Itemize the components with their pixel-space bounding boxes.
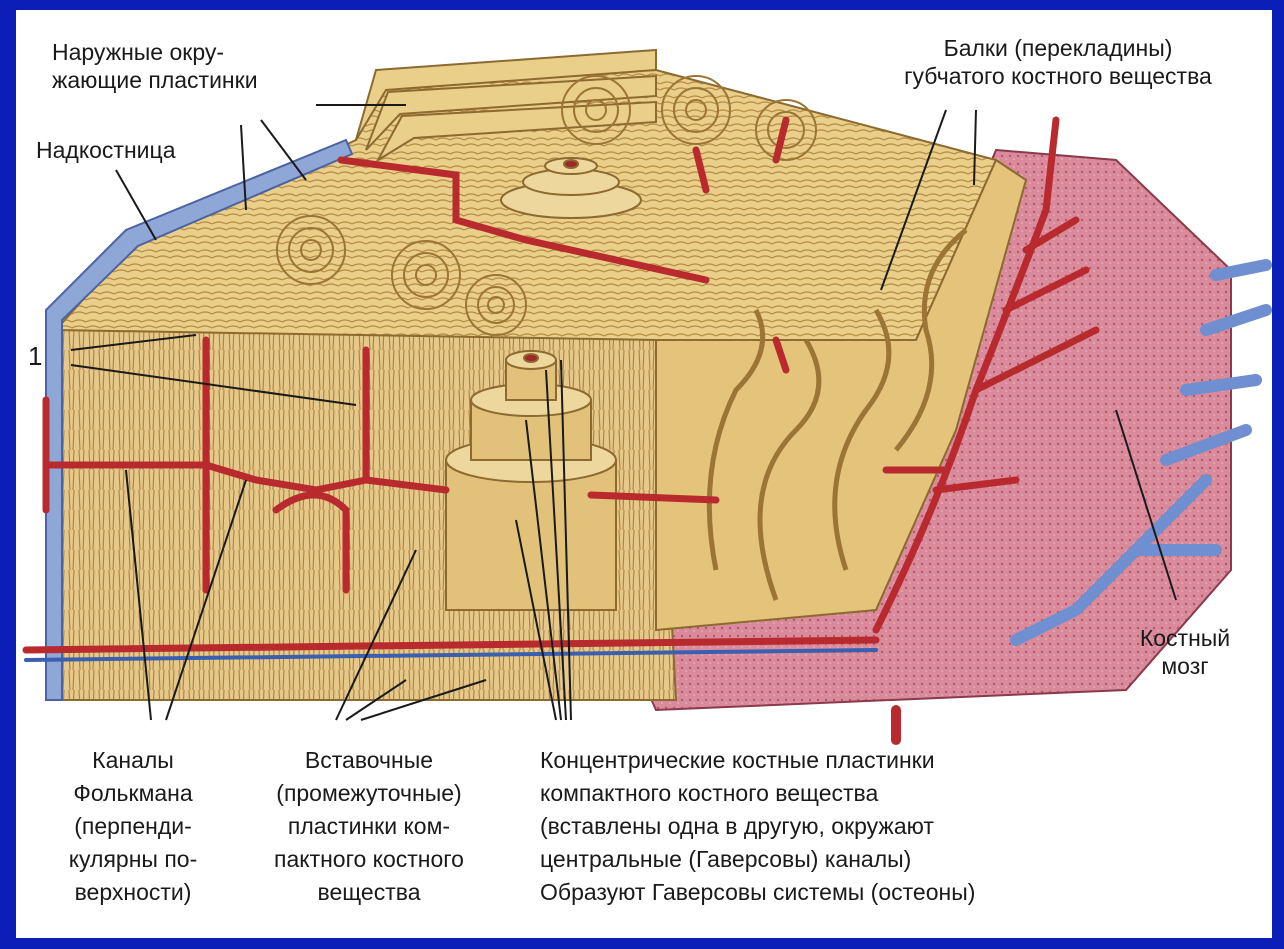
label-trabeculae: Балки (перекладины) губчатого костного в… [842,34,1274,90]
figure-frame: Наружные окру- жающие пластинки Надкостн… [16,10,1272,938]
label-volkmann-canals: Каналы Фолькмана (перпенди- кулярны по- … [28,744,238,909]
label-interstitial-lamellae: Вставочные (промежуточные) пластинки ком… [238,744,500,909]
label-outer-lamellae: Наружные окру- жающие пластинки [52,38,258,94]
label-periosteum: Надкостница [36,136,175,164]
label-concentric-lamellae: Концентрические костные пластинки компак… [540,744,1140,909]
label-bone-marrow: Костный мозг [1120,624,1250,680]
label-marker-1: 1 [28,342,42,370]
